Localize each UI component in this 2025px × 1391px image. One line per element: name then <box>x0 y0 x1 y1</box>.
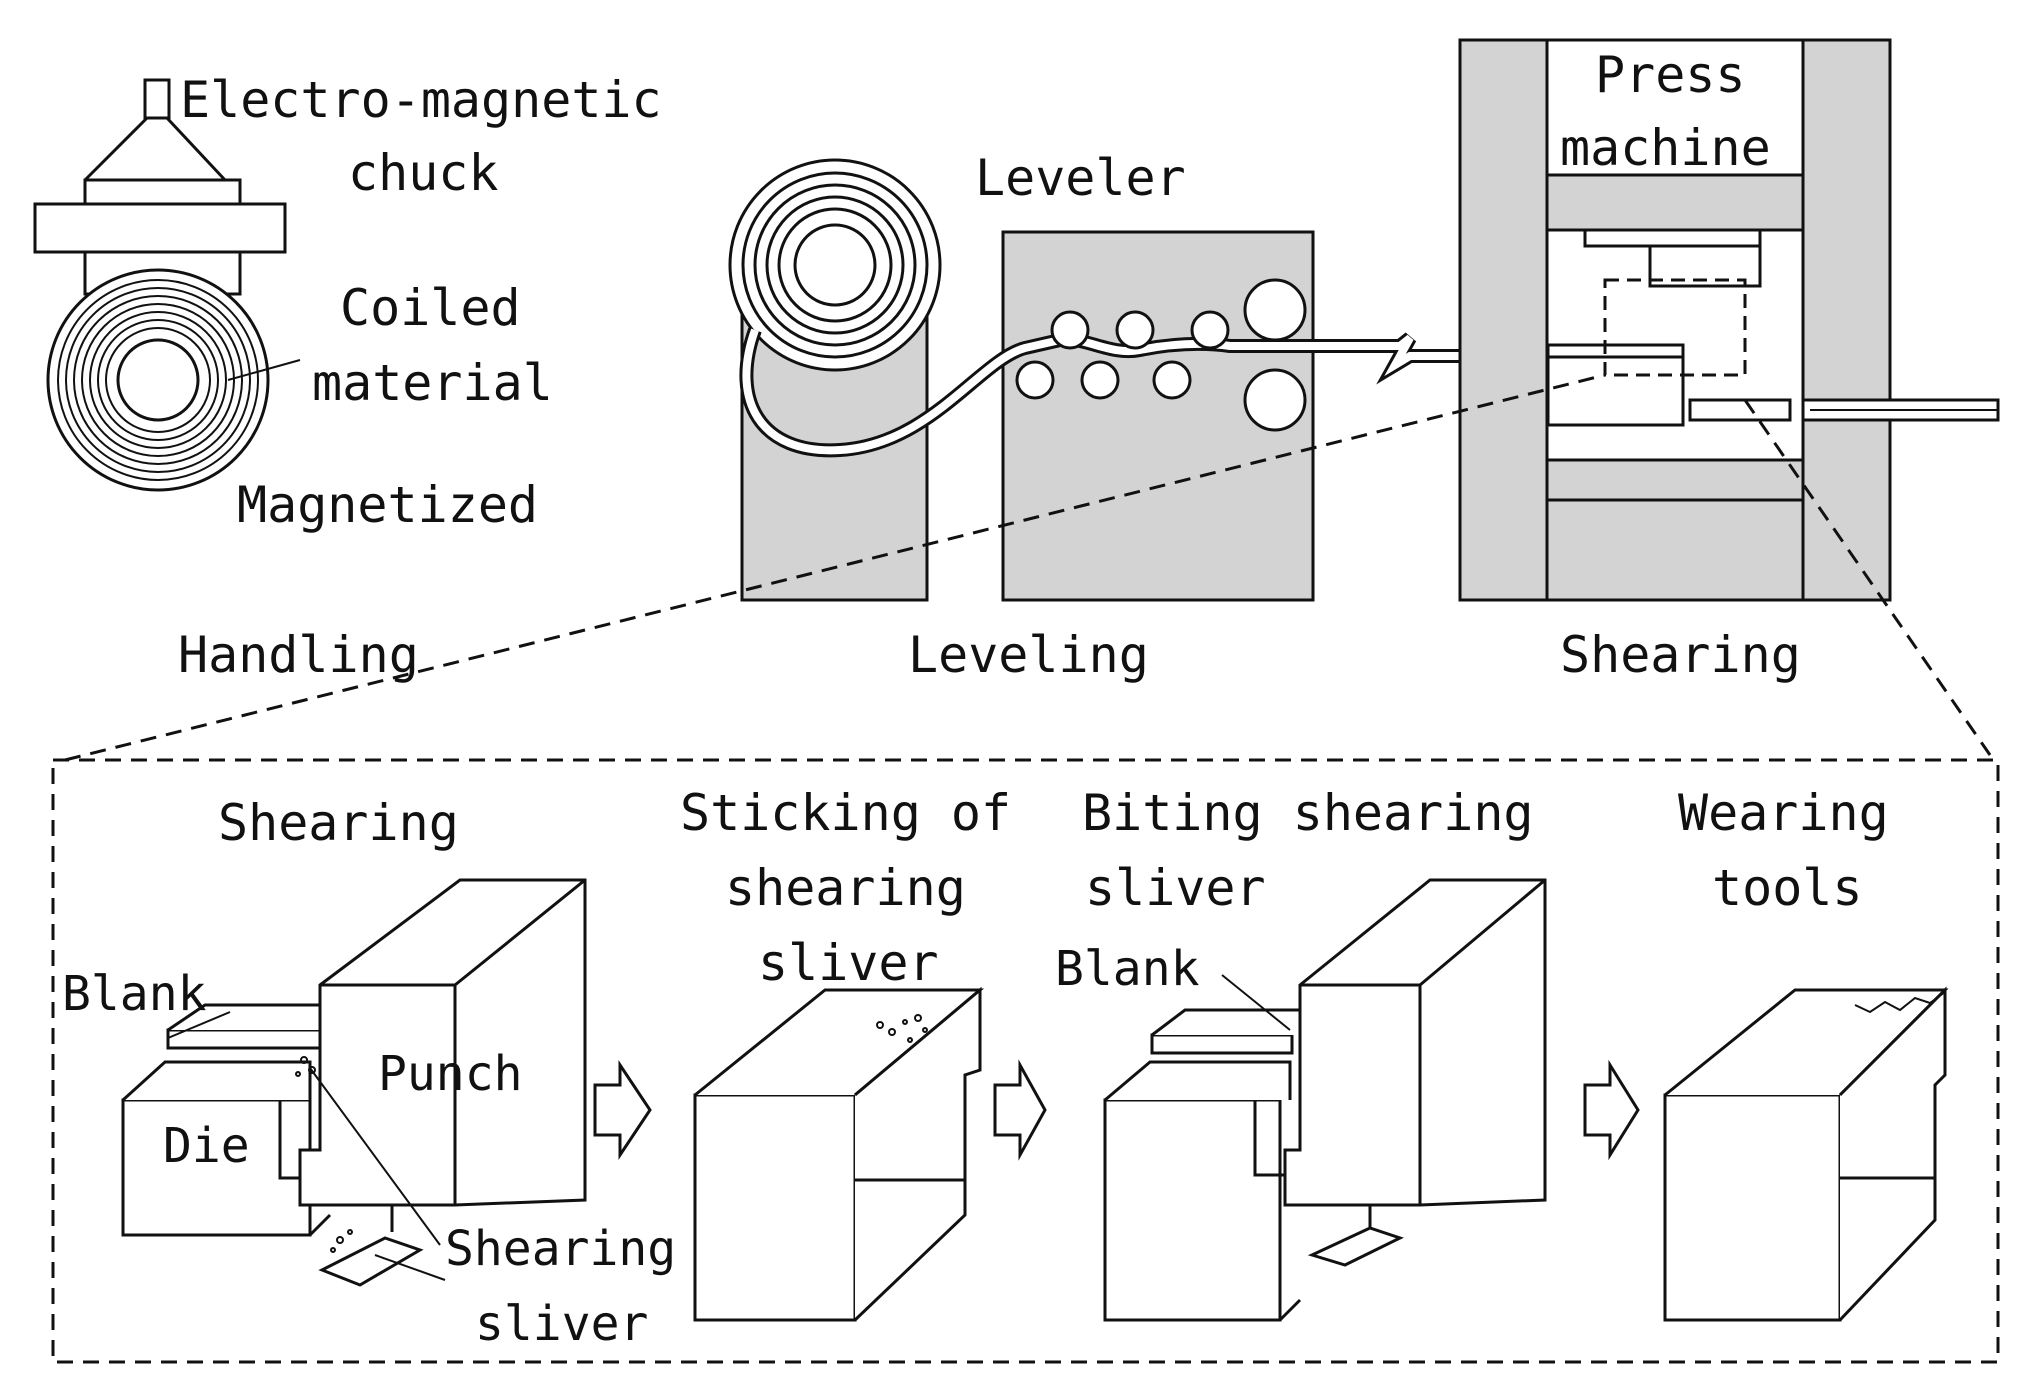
step4-title-2: tools <box>1712 859 1863 917</box>
press-machine <box>1458 38 2000 602</box>
step-arrows <box>593 1059 1640 1161</box>
label-leveling: Leveling <box>908 626 1149 684</box>
arrow-3-icon <box>1583 1059 1640 1161</box>
label-blank-2: Blank <box>1055 941 1200 997</box>
label-press-1: Press <box>1595 46 1746 104</box>
step2-title-3: sliver <box>758 934 939 992</box>
step1-shearing-illustration <box>121 878 587 1287</box>
uncoiler <box>728 158 942 602</box>
label-chuck-2: chuck <box>348 144 499 202</box>
label-leveler: Leveler <box>975 149 1186 207</box>
step3-biting-illustration <box>1103 878 1547 1322</box>
step4-wearing-illustration <box>1663 986 1949 1322</box>
arrow-1-icon <box>593 1060 652 1160</box>
label-sliver-1: Shearing <box>445 1221 676 1277</box>
labels: Electro-magnetic chuck Coiled material M… <box>62 46 1889 1352</box>
label-sliver-2: sliver <box>475 1296 648 1352</box>
label-press-2: machine <box>1560 119 1771 177</box>
zoom-lines <box>51 373 2000 1364</box>
arrow-2-icon <box>993 1059 1047 1161</box>
step2-title-1: Sticking of <box>680 784 1011 842</box>
step4-title-1: Wearing <box>1678 784 1889 842</box>
label-shearing-stage: Shearing <box>1560 626 1801 684</box>
label-handling: Handling <box>178 626 419 684</box>
detail-frame <box>51 758 2000 1364</box>
coiled-material-magnetized <box>46 268 301 492</box>
step3-title-2: sliver <box>1085 859 1266 917</box>
leveler-machine <box>739 230 1460 602</box>
label-blank-1: Blank <box>62 966 207 1022</box>
label-coil-1: Coiled <box>340 279 521 337</box>
step2-sticking-illustration <box>693 986 985 1322</box>
label-magnetized: Magnetized <box>237 476 538 534</box>
label-coil-2: material <box>312 354 553 412</box>
step2-title-2: shearing <box>725 859 966 917</box>
label-punch: Punch <box>378 1046 523 1102</box>
label-die: Die <box>163 1118 250 1174</box>
step1-title: Shearing <box>218 794 459 852</box>
label-chuck-1: Electro-magnetic <box>180 71 662 129</box>
step3-title-1: Biting shearing <box>1082 784 1534 842</box>
